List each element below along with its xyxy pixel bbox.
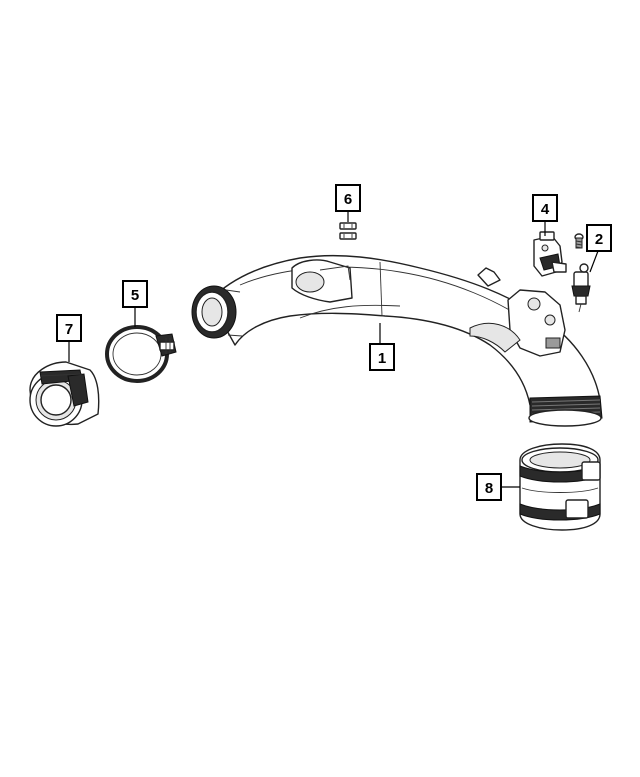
callout-label-4: 4 [541, 201, 550, 218]
callout-6: 6 [335, 184, 361, 222]
callout-box-8 [476, 473, 502, 501]
callout-label-1: 1 [378, 350, 386, 367]
callout-label-2: 2 [595, 231, 603, 248]
callout-label-6: 6 [344, 191, 352, 208]
callout-box-6 [335, 184, 361, 212]
callout-box-5 [122, 280, 148, 308]
callout-2: 2 [586, 224, 612, 273]
callout-box-4 [532, 194, 558, 222]
callout-box-2 [586, 224, 612, 252]
mounting-screw [574, 233, 584, 249]
temperature-sensor [571, 263, 591, 313]
callout-4: 4 [532, 194, 558, 236]
callout-5: 5 [122, 280, 148, 327]
callout-label-7: 7 [65, 321, 73, 338]
hose-coupler [29, 361, 100, 427]
callout-label-8: 8 [485, 480, 493, 497]
pressure-sensor [533, 231, 567, 277]
callout-box-7 [56, 314, 82, 342]
callout-box-1 [369, 343, 395, 371]
callout-1: 1 [369, 323, 395, 371]
lower-hose-coupler [519, 443, 601, 531]
callout-7: 7 [56, 314, 82, 362]
callout-label-5: 5 [131, 287, 139, 304]
retaining-clips [339, 222, 357, 240]
charge-air-tube [191, 254, 603, 427]
hose-clamp [105, 325, 177, 383]
leader-line-2 [589, 250, 599, 273]
callout-8: 8 [476, 473, 520, 501]
